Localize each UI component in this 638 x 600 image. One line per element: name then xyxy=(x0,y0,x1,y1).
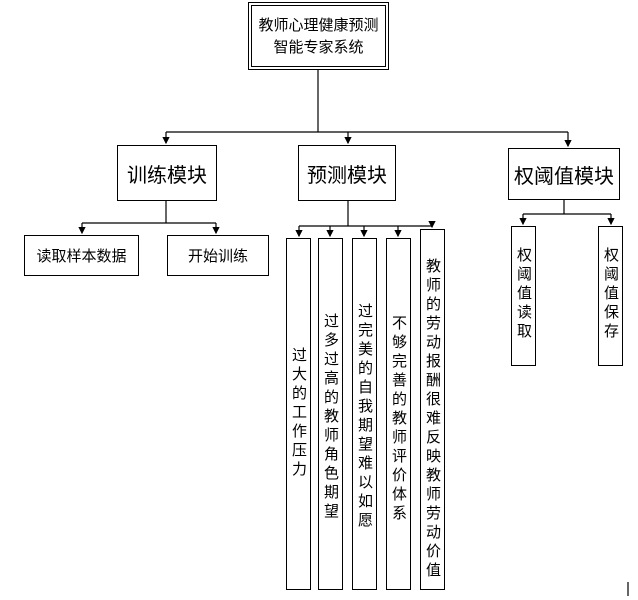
node-start-training-label: 开始训练 xyxy=(187,247,248,265)
node-role-expectation: 过多过高的教师角色期望 xyxy=(318,238,343,590)
node-work-pressure: 过大的工作压力 xyxy=(286,238,311,590)
node-work-pressure-label: 过大的工作压力 xyxy=(290,347,308,480)
node-role-expectation-label: 过多过高的教师角色期望 xyxy=(322,313,340,522)
node-labor-reward-label: 教师的劳动报酬很难反映教师劳动价值 xyxy=(424,258,442,581)
node-evaluation-system: 不够完善的教师评价体系 xyxy=(386,238,411,590)
node-labor-reward: 教师的劳动报酬很难反映教师劳动价值 xyxy=(420,229,445,590)
node-read-samples-label: 读取样本数据 xyxy=(36,247,127,265)
node-threshold-read-label: 权阈值读取 xyxy=(515,247,533,342)
module-training: 训练模块 xyxy=(117,145,217,201)
root-title: 教师心理健康预测智能专家系统 xyxy=(258,16,379,56)
node-self-expectation-label: 过完美的自我期望难以如愿 xyxy=(356,303,374,531)
root-node: 教师心理健康预测智能专家系统 xyxy=(251,5,386,67)
module-threshold-label: 权阈值模块 xyxy=(514,163,614,188)
node-read-samples: 读取样本数据 xyxy=(24,235,139,276)
module-training-label: 训练模块 xyxy=(127,162,207,187)
node-evaluation-system-label: 不够完善的教师评价体系 xyxy=(390,315,408,524)
node-start-training: 开始训练 xyxy=(167,235,269,276)
module-prediction-label: 预测模块 xyxy=(307,162,387,187)
node-threshold-save: 权阈值保存 xyxy=(598,226,623,366)
module-prediction: 预测模块 xyxy=(298,145,396,201)
node-threshold-read: 权阈值读取 xyxy=(511,226,536,366)
node-self-expectation: 过完美的自我期望难以如愿 xyxy=(352,238,377,590)
node-threshold-save-label: 权阈值保存 xyxy=(602,247,620,342)
module-threshold: 权阈值模块 xyxy=(508,148,620,200)
